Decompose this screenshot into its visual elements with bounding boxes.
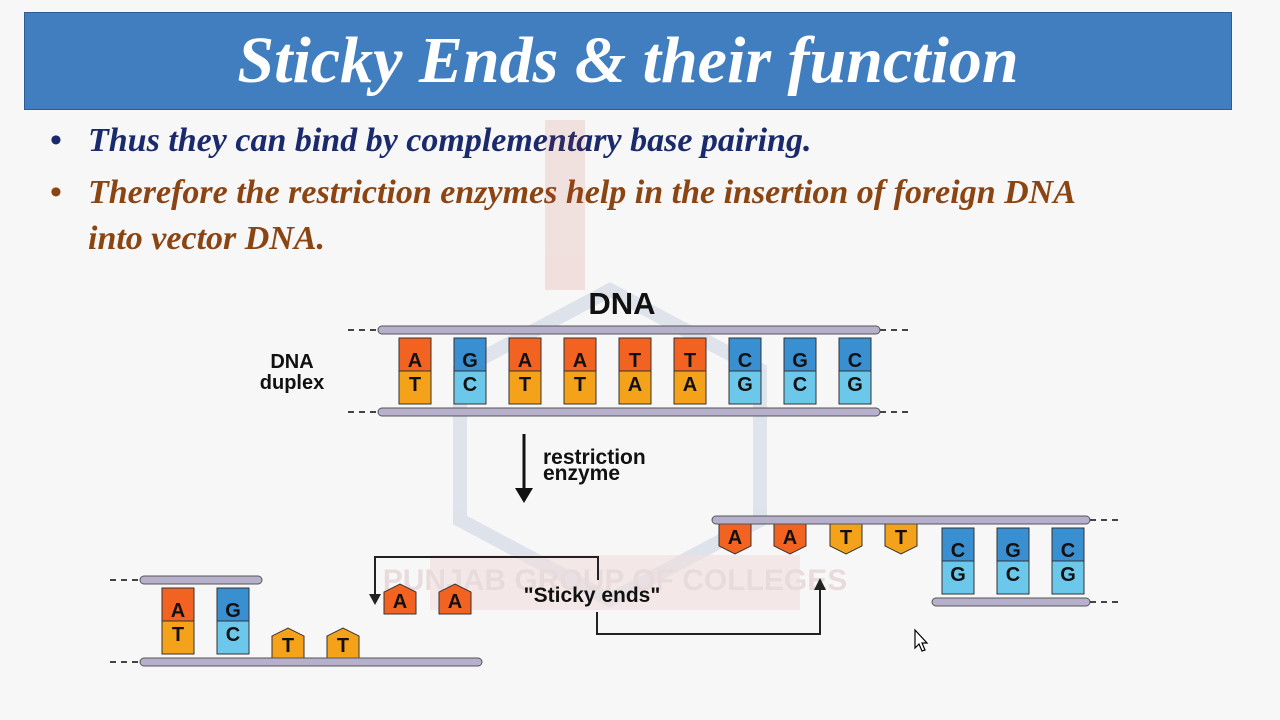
bullet-dot-icon: • (50, 174, 62, 211)
single-base: T (326, 627, 360, 659)
bullet-item: • Therefore the restriction enzymes help… (50, 170, 1230, 262)
bullet-text: Therefore the restriction enzymes help i… (88, 174, 1075, 257)
base-pair: AT (563, 337, 597, 405)
base-top-label: C (738, 350, 752, 372)
right-bottom-strand (931, 597, 1120, 607)
base-bottom-label: A (628, 374, 642, 396)
arrow-label-line2: enzyme (543, 462, 620, 485)
single-base-label: A (448, 591, 462, 613)
base-top-label: C (848, 350, 862, 372)
left-top-strand (110, 575, 263, 585)
base-top-label: T (629, 350, 641, 372)
base-pair: GC (216, 587, 250, 655)
single-base-label: A (783, 527, 797, 549)
single-base-label: T (337, 635, 349, 657)
base-bottom-label: G (737, 374, 753, 396)
base-pair: CG (1051, 527, 1085, 595)
base-pair: CG (941, 527, 975, 595)
single-base-label: A (728, 527, 742, 549)
base-bottom-label: T (519, 374, 531, 396)
base-bottom-label: T (574, 374, 586, 396)
base-pair: AT (161, 587, 195, 655)
base-top-label: A (573, 350, 587, 372)
duplex-label-line1: DNA (270, 351, 313, 373)
bullet-list: • Thus they can bind by complementary ba… (50, 118, 1230, 268)
left-arrowhead-icon (369, 594, 381, 605)
base-bottom-label: G (950, 564, 966, 586)
left-connector-arrow (374, 556, 599, 596)
base-pair: GC (453, 337, 487, 405)
single-base: A (438, 583, 472, 615)
base-bottom-label: C (793, 374, 807, 396)
diagram-heading: DNA (588, 286, 655, 321)
base-top-label: A (171, 600, 185, 622)
base-top-label: G (1005, 540, 1021, 562)
right-arrowhead-icon (814, 578, 826, 590)
base-bottom-label: C (1006, 564, 1020, 586)
base-bottom-label: G (1060, 564, 1076, 586)
base-top-label: T (684, 350, 696, 372)
left-bottom-strand (110, 657, 483, 667)
single-base-label: T (282, 635, 294, 657)
base-bottom-label: C (463, 374, 477, 396)
base-bottom-label: C (226, 624, 240, 646)
bullet-text: Thus they can bind by complementary base… (88, 122, 812, 159)
single-base: T (271, 627, 305, 659)
right-connector-arrow (596, 588, 821, 635)
base-bottom-label: G (847, 374, 863, 396)
duplex-top-strand (348, 325, 910, 335)
base-top-label: G (462, 350, 478, 372)
base-pair: GC (996, 527, 1030, 595)
base-pair: TA (618, 337, 652, 405)
single-base-label: T (895, 527, 907, 549)
bullet-dot-icon: • (50, 122, 62, 159)
down-arrow-icon (515, 434, 533, 503)
sticky-ends-label: "Sticky ends" (524, 584, 661, 607)
base-bottom-label: A (683, 374, 697, 396)
base-bottom-label: T (172, 624, 184, 646)
single-base: A (773, 523, 807, 555)
single-base: A (718, 523, 752, 555)
base-top-label: G (792, 350, 808, 372)
base-pair: GC (783, 337, 817, 405)
title-bar: Sticky Ends & their function (24, 12, 1232, 110)
bullet-item: • Thus they can bind by complementary ba… (50, 118, 1230, 164)
single-base-label: T (840, 527, 852, 549)
arrow-label-line1: restriction (543, 446, 646, 469)
duplex-label-line2: duplex (260, 372, 324, 394)
single-base: T (884, 523, 918, 555)
base-pair: AT (398, 337, 432, 405)
base-pair: CG (838, 337, 872, 405)
right-top-strand (711, 515, 1120, 525)
mouse-cursor-icon (914, 628, 929, 652)
base-pair: CG (728, 337, 762, 405)
base-top-label: C (951, 540, 965, 562)
slide-title: Sticky Ends & their function (237, 24, 1019, 97)
base-pair: TA (673, 337, 707, 405)
base-top-label: A (518, 350, 532, 372)
base-top-label: C (1061, 540, 1075, 562)
duplex-bottom-strand (348, 407, 910, 417)
base-top-label: G (225, 600, 241, 622)
single-base: T (829, 523, 863, 555)
base-top-label: A (408, 350, 422, 372)
single-base: A (383, 583, 417, 615)
base-bottom-label: T (409, 374, 421, 396)
base-pair: AT (508, 337, 542, 405)
single-base-label: A (393, 591, 407, 613)
